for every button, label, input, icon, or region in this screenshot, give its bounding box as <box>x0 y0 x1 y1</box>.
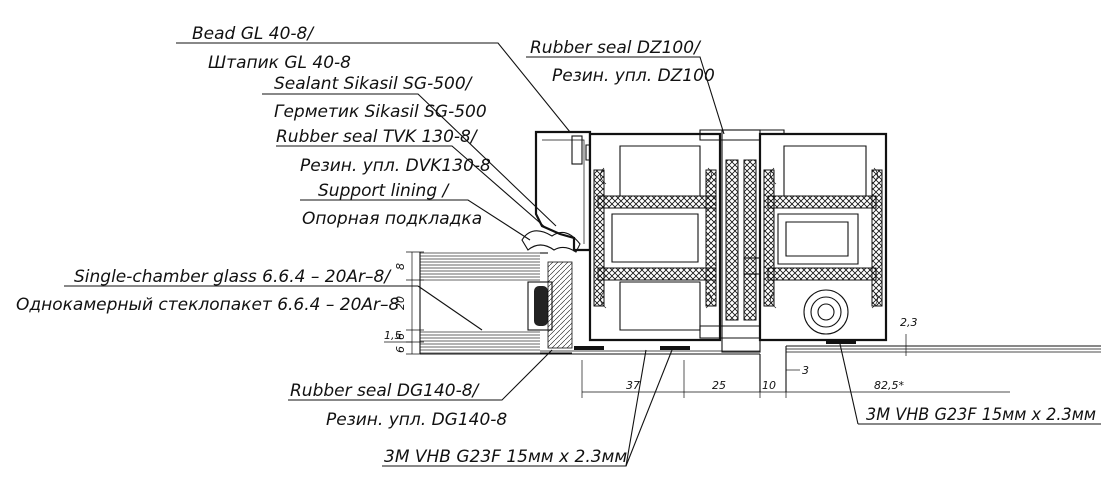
glass-unit <box>419 252 573 354</box>
glass-label-ru: Однокамерный стеклопакет 6.6.4 – 20Ar–8 <box>16 295 400 315</box>
frame-profile-right <box>758 132 888 342</box>
dim-10: 10 <box>762 379 776 392</box>
dg-seal-label-ru: Резин. упл. DG140-8 <box>326 410 507 430</box>
tvk-seal-label-en: Rubber seal TVK 130-8/ <box>276 127 479 147</box>
support-lining-label-en: Support lining / <box>318 181 451 201</box>
bead-label-ru: Штапик GL 40-8 <box>208 53 351 73</box>
glass-label-en: Single-chamber glass 6.6.4 – 20Ar–8/ <box>74 267 392 287</box>
dim-3: 3 <box>802 364 809 377</box>
dim-6-upper: 6 <box>394 333 407 340</box>
base-lines <box>420 340 1101 392</box>
dim-25: 25 <box>712 379 726 392</box>
dim-20: 20 <box>394 296 407 310</box>
labels: Bead GL 40-8/ Штапик GL 40-8 Sealant Sik… <box>16 24 1096 467</box>
dg-seal-label-en: Rubber seal DG140-8/ <box>290 381 481 401</box>
sealant-label-en: Sealant Sikasil SG-500/ <box>274 74 474 94</box>
sealant-label-ru: Герметик Sikasil SG-500 <box>274 102 487 122</box>
dim-37: 37 <box>626 379 640 392</box>
dz-seal-label-ru: Резин. упл. DZ100 <box>552 66 715 86</box>
dim-6-lower: 6 <box>394 346 407 353</box>
dimension-text: 8 20 6 6 1,5 37 25 10 3 82,5* 2,3 <box>384 263 918 392</box>
dimension-lines <box>384 251 1010 398</box>
dim-1-5: 1,5 <box>384 329 402 342</box>
bead-label-en: Bead GL 40-8/ <box>192 24 315 44</box>
support-lining-label-ru: Опорная подкладка <box>302 209 482 229</box>
leader-lines <box>64 42 1101 467</box>
dim-8: 8 <box>394 263 407 270</box>
tvk-seal-label-ru: Резин. упл. DVK130-8 <box>300 156 491 176</box>
vhb-tape-label-bottom: 3M VHB G23F 15мм x 2.3мм <box>384 447 627 467</box>
vhb-tape-label-right: 3M VHB G23F 15мм x 2.3мм <box>866 405 1096 425</box>
dim-2-3: 2,3 <box>900 316 918 329</box>
dim-82-5: 82,5* <box>874 379 904 392</box>
frame-profile-left <box>588 132 722 342</box>
dz-seal-label-en: Rubber seal DZ100/ <box>530 38 702 58</box>
